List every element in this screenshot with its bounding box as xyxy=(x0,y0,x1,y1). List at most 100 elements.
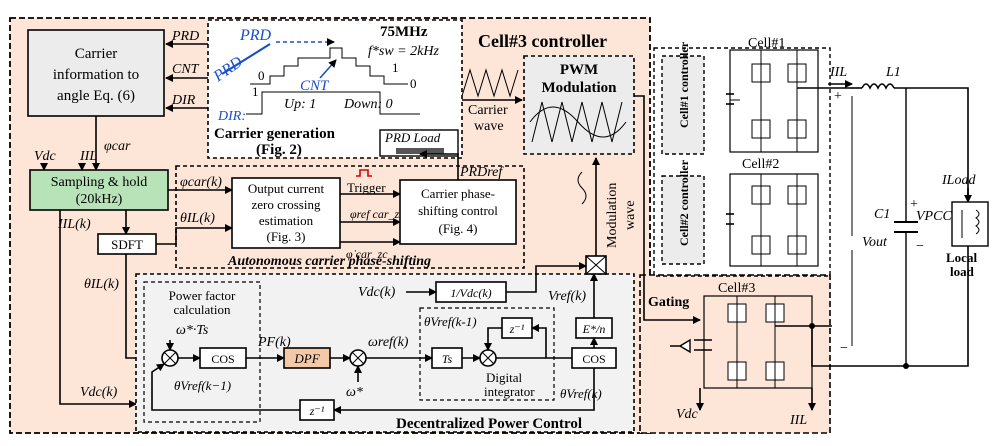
en-label: E*/n xyxy=(582,322,606,336)
cell1-hbridge xyxy=(726,49,850,153)
signal-iil-filter: IIL xyxy=(829,65,847,80)
capacitor-c1-label: C1 xyxy=(874,207,890,222)
signal-trigger: Trigger xyxy=(347,180,386,195)
dir-waveform xyxy=(246,91,420,115)
cos-label-a: COS xyxy=(211,352,234,366)
signal-phi-dot-zc: φ̇ car_zc xyxy=(346,247,388,261)
signal-vdc-in: Vdc xyxy=(34,149,57,164)
clock-frequency: 75MHz xyxy=(380,24,428,40)
minus-sign-b: − xyxy=(840,341,848,356)
signal-iil-in: IIL xyxy=(79,149,97,164)
signal-phi-car-k: φcar(k) xyxy=(180,175,222,190)
power-control-title: Decentralized Power Control xyxy=(396,416,582,432)
dir-one-right: 1 xyxy=(392,60,399,75)
pwm-carrier-icon xyxy=(531,101,623,143)
phase-shifting-region xyxy=(175,165,525,269)
cell1-controller-label: Cell#1 controller xyxy=(677,41,691,128)
plus-sign-b: + xyxy=(910,197,918,212)
phase-shift-line3: (Fig. 4) xyxy=(439,221,478,236)
pwm-title: PWM xyxy=(560,62,598,78)
carrier-info-line1: Carrier xyxy=(75,46,117,62)
carrier-gen-title: Carrier generation xyxy=(214,126,336,142)
z-inverse-label-b: z⁻¹ xyxy=(309,404,325,418)
phase-shifting-title: Autonomous carrier phase-shifting xyxy=(227,254,431,269)
dpf-label: DPF xyxy=(293,351,320,366)
digital-integrator-region xyxy=(419,307,555,401)
zero-crossing-line2: zero crossing xyxy=(252,197,321,212)
vout-label: Vout xyxy=(862,235,888,250)
dir-one-left: 1 xyxy=(252,84,259,99)
integrator-title-2: integrator xyxy=(484,384,535,399)
inverse-vdc-label: 1/Vdc(k) xyxy=(450,286,491,300)
vpcc-label: VPCC xyxy=(916,209,952,224)
controller-title: Cell#3 controller xyxy=(478,31,607,51)
carrier-dir-label: DIR: xyxy=(217,109,246,124)
signal-omega-star: ω* xyxy=(346,385,363,400)
carrier-prd-label-a: PRD xyxy=(239,27,272,44)
gating-label: Gating xyxy=(648,295,689,310)
z-inverse-label-a: z⁻¹ xyxy=(509,322,525,336)
signal-vdc-bottom: Vdc xyxy=(676,407,699,422)
prd-ramp xyxy=(221,43,271,75)
cell1-controller-box xyxy=(661,55,705,155)
signal-iil-k: IIL(k) xyxy=(57,217,91,232)
carrier-info-line3: angle Eq. (6) xyxy=(57,88,135,104)
local-load-label-1: Local xyxy=(946,250,977,265)
signal-phi-car: φcar xyxy=(104,139,131,154)
sampling-title: Sampling & hold xyxy=(51,175,147,190)
signal-vdc-k2: Vdc(k) xyxy=(358,285,396,300)
phase-shift-line2: shifting control xyxy=(418,203,498,218)
inductor-l1-label: L1 xyxy=(885,65,901,80)
phase-shift-line1: Carrier phase- xyxy=(421,186,495,201)
local-load-box xyxy=(951,201,989,247)
pf-calc-region xyxy=(143,281,261,423)
signal-theta-il-k: θIL(k) xyxy=(180,211,215,226)
sampling-rate: (20kHz) xyxy=(76,192,123,207)
ts-label: Ts xyxy=(442,352,453,366)
dc-source-icon xyxy=(670,338,691,354)
local-load-label-2: load xyxy=(950,264,975,279)
signal-phi-ref-zc: φref car_zc xyxy=(350,207,405,221)
counter-zero-right: 0 xyxy=(410,76,417,91)
carrier-wave-label-2: wave xyxy=(474,119,504,134)
cell2-label: Cell#2 xyxy=(742,157,779,172)
plus-sign-a: + xyxy=(834,89,842,104)
cell3-power-region xyxy=(639,274,831,434)
signal-prd: PRD xyxy=(171,29,199,44)
integrator-title-1: Digital xyxy=(486,370,522,385)
phase-shift-control-block xyxy=(399,179,517,245)
signal-iil-bottom: IIL xyxy=(789,413,807,428)
modulation-wave-label-1: Modulation xyxy=(605,183,620,248)
prd-load-label: PRD Load xyxy=(384,130,441,145)
zero-crossing-line3: estimation xyxy=(259,213,314,228)
zero-crossing-block xyxy=(231,177,341,249)
sampling-hold-block xyxy=(29,169,169,211)
counter-staircase xyxy=(250,47,408,85)
pwm-sine-icon xyxy=(529,106,627,138)
zero-crossing-line4: (Fig. 3) xyxy=(267,229,306,244)
carrier-cnt-label: CNT xyxy=(300,78,330,94)
cell3-label: Cell#3 xyxy=(718,281,755,296)
signal-cnt: CNT xyxy=(172,62,200,77)
cos-label-b: COS xyxy=(582,352,605,366)
signal-prd-ref: PRDref xyxy=(459,165,504,180)
dir-down-label: Down: 0 xyxy=(343,97,393,112)
minus-sign-a: − xyxy=(916,239,924,254)
iload-label: ILoad xyxy=(941,173,976,188)
pwm-subtitle: Modulation xyxy=(541,80,617,96)
cell2-controller-label: Cell#2 controller xyxy=(677,159,691,246)
omega-ts-label: ω*·Ts xyxy=(176,323,209,338)
dir-up-label: Up: 1 xyxy=(284,97,316,112)
pf-calc-title-1: Power factor xyxy=(169,288,236,303)
pf-calc-title-2: calculation xyxy=(173,302,231,317)
cells-1-2-region xyxy=(653,47,831,277)
signal-theta-il-k2: θIL(k) xyxy=(84,277,119,292)
zero-crossing-line1: Output current xyxy=(248,181,325,196)
signal-vdc-k: Vdc(k) xyxy=(80,385,118,400)
carrier-info-line2: information to xyxy=(53,67,139,83)
cell2-hbridge xyxy=(726,173,819,267)
counter-zero-left: 0 xyxy=(258,68,265,83)
cell2-controller-box xyxy=(661,175,705,265)
signal-theta-vref-km1: θVref(k−1) xyxy=(174,378,231,393)
carrier-gen-fig: (Fig. 2) xyxy=(256,142,302,158)
